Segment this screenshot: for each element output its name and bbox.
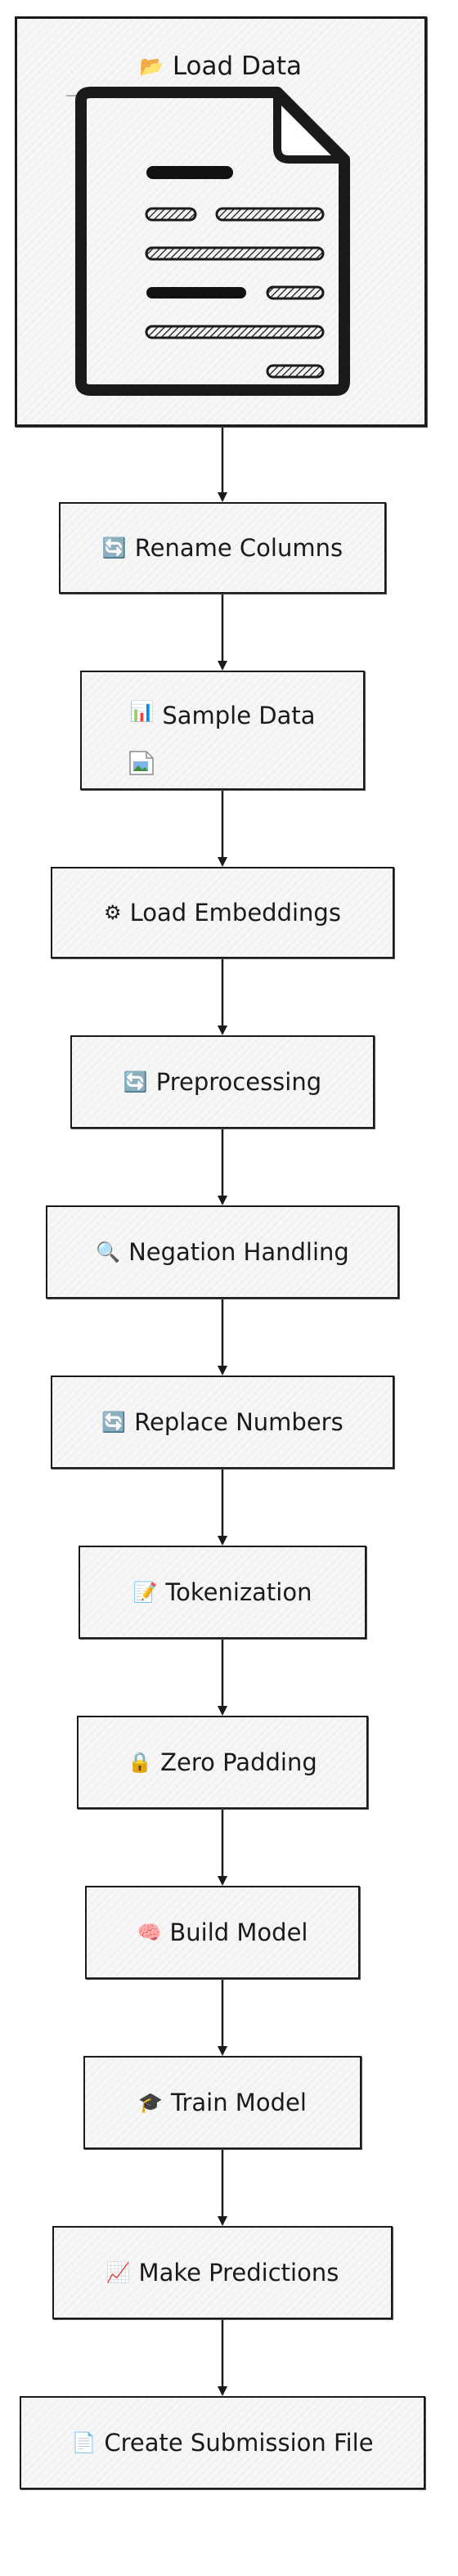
- node-label: Load Data: [172, 52, 303, 81]
- chart-increasing-icon: 📈: [106, 2261, 131, 2284]
- node-train-model: 🎓 Train Model: [83, 2056, 361, 2149]
- node-label: Negation Handling: [128, 1238, 349, 1266]
- node-tokenization: 📝 Tokenization: [79, 1546, 366, 1639]
- lock-icon: 🔒: [128, 1751, 153, 1774]
- memo-icon: 📝: [132, 1581, 158, 1604]
- node-negation-handling: 🔍 Negation Handling: [46, 1205, 399, 1299]
- node-label: Sample Data: [162, 702, 316, 729]
- node-header: 📂 Load Data: [17, 52, 424, 81]
- node-zero-padding: 🔒 Zero Padding: [77, 1716, 368, 1809]
- folder-icon: 📂: [139, 55, 164, 78]
- node-load-data: 📂 Load Data: [15, 16, 427, 427]
- node-rename-columns: 🔄 Rename Columns: [59, 502, 386, 594]
- refresh-icon: 🔄: [101, 1411, 127, 1434]
- node-label: Make Predictions: [138, 2259, 339, 2287]
- node-label: Build Model: [169, 1919, 308, 1946]
- broken-image-icon: [129, 751, 154, 775]
- node-label: Zero Padding: [160, 1748, 317, 1776]
- graduation-cap-icon: 🎓: [138, 2091, 163, 2114]
- node-load-embeddings: ⚙ Load Embeddings: [51, 867, 394, 958]
- node-label: Replace Numbers: [134, 1408, 344, 1436]
- node-label: Rename Columns: [134, 534, 344, 562]
- node-create-submission-file: 📄 Create Submission File: [20, 2396, 425, 2489]
- node-build-model: 🧠 Build Model: [85, 1886, 360, 1979]
- document-icon: [66, 87, 350, 396]
- magnifier-icon: 🔍: [96, 1241, 121, 1263]
- node-preprocessing: 🔄 Preprocessing: [70, 1035, 375, 1129]
- page-icon: 📄: [71, 2431, 97, 2454]
- node-label: Load Embeddings: [129, 899, 341, 927]
- node-make-predictions: 📈 Make Predictions: [52, 2226, 393, 2319]
- bar-chart-icon: 📊: [129, 700, 155, 723]
- gear-icon: ⚙: [104, 901, 122, 924]
- brain-icon: 🧠: [137, 1921, 162, 1944]
- node-label: Train Model: [171, 2089, 307, 2116]
- node-label: Tokenization: [165, 1578, 312, 1606]
- node-label: Preprocessing: [155, 1068, 322, 1096]
- node-replace-numbers: 🔄 Replace Numbers: [51, 1376, 394, 1469]
- node-sample-data: 📊 Sample Data: [80, 671, 365, 790]
- refresh-icon: 🔄: [101, 536, 127, 559]
- node-label: Create Submission File: [104, 2429, 374, 2457]
- refresh-icon: 🔄: [123, 1070, 148, 1093]
